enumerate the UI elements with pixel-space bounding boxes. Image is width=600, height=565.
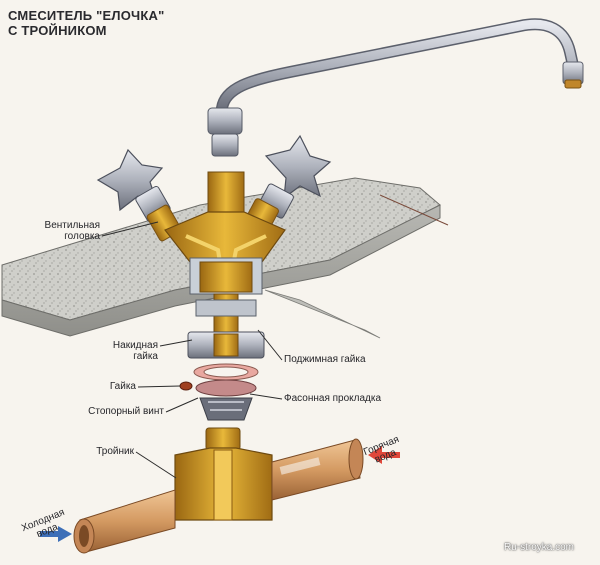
- water-pipe: [73, 438, 364, 554]
- arrow-left-icon: [368, 446, 400, 464]
- shaped-gasket: [193, 363, 259, 421]
- label-lock-screw: Стопорный винт: [88, 406, 164, 417]
- nut: [179, 381, 193, 391]
- mixer-body: [164, 171, 286, 335]
- title-line-1: СМЕСИТЕЛЬ "ЕЛОЧКА": [8, 8, 165, 23]
- label-tee: Тройник: [96, 446, 134, 457]
- label-shaped-gasket: Фасонная прокладка: [284, 393, 382, 404]
- title-line-2: С ТРОЙНИКОМ: [8, 23, 107, 38]
- leader-lines: [101, 221, 283, 479]
- label-nut: Гайка: [109, 381, 136, 392]
- arrow-right-icon: [40, 526, 72, 542]
- label-clamp-nut: Поджимная гайка: [284, 354, 366, 365]
- spout: [207, 18, 584, 157]
- label-valve-head: Вентильная головка: [44, 220, 100, 242]
- tee-fitting: [174, 427, 273, 521]
- union-nut: [187, 331, 265, 359]
- label-union-nut: Накидная гайка: [112, 340, 158, 362]
- diagram-title: СМЕСИТЕЛЬ "ЕЛОЧКА" С ТРОЙНИКОМ: [8, 8, 164, 38]
- watermark: Ru-stroyka.com: [503, 542, 574, 553]
- valve-head-left: [96, 148, 182, 242]
